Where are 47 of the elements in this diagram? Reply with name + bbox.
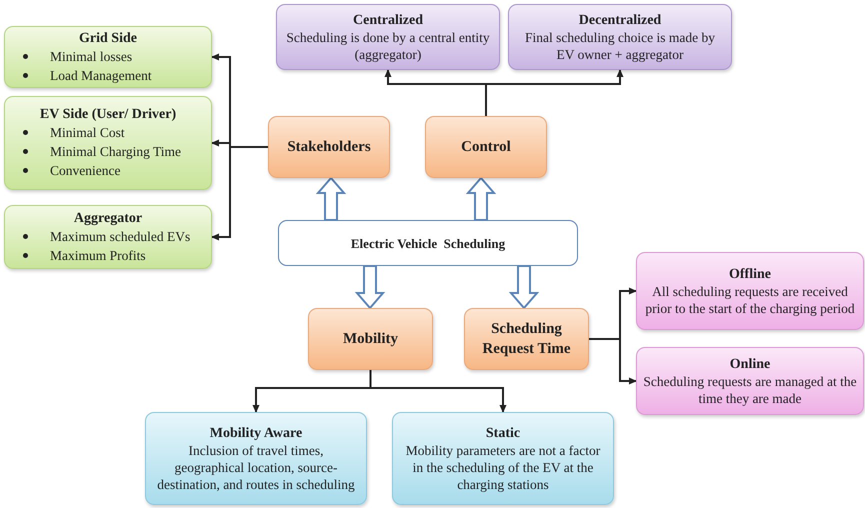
box-heading: Scheduling Request Time — [481, 320, 572, 359]
block-arrow — [354, 265, 386, 310]
bullet-item: Minimal losses — [50, 48, 132, 66]
box-heading: Mobility — [343, 330, 398, 349]
box-description: Scheduling requests are managed at the time they are made — [643, 372, 857, 406]
connector-arrow — [485, 69, 624, 116]
connector-arrow — [589, 338, 637, 384]
box-heading: Online — [728, 356, 772, 372]
box-heading: Offline — [728, 266, 772, 282]
box-description: Mobility parameters are not a factor in the scheduling of the EV at the charging stations — [404, 442, 602, 492]
root-box — [278, 220, 578, 266]
box-heading: Stakeholders — [287, 138, 371, 157]
box-heading: Grid Side — [78, 30, 138, 46]
category-box — [464, 308, 589, 370]
stakeholder-box — [4, 96, 212, 190]
timing-box — [636, 347, 864, 415]
block-arrow — [508, 265, 540, 310]
bullet-item: Maximum scheduled EVs — [50, 228, 190, 246]
timing-box — [636, 252, 864, 330]
block-arrow — [316, 176, 346, 221]
bullet-item: Convenience — [50, 162, 120, 180]
box-description: Final scheduling choice is made by EV owner + aggregator — [524, 28, 716, 62]
category-box — [268, 116, 390, 178]
box-heading: Decentralized — [578, 12, 662, 28]
bullet-item: Maximum Profits — [50, 246, 146, 264]
box-heading: Aggregator — [72, 210, 144, 226]
control-box — [508, 4, 732, 70]
box-description: Inclusion of travel times, geographical location, source-destination, and routes in scheduling — [156, 442, 356, 492]
bullet-item: Minimal Cost — [50, 124, 125, 142]
stakeholder-box — [4, 26, 212, 88]
box-description: All scheduling requests are received prior to the start of the charging period — [644, 282, 856, 316]
box-heading: Centralized — [352, 12, 424, 28]
bullet-item: Minimal Charging Time — [50, 143, 182, 161]
bullet-item: Load Management — [50, 66, 152, 84]
box-heading: Static — [484, 424, 522, 442]
mobility-box — [392, 412, 614, 505]
stakeholder-box — [4, 205, 212, 269]
mobility-box — [145, 412, 367, 505]
category-box — [308, 308, 433, 370]
box-description: Scheduling is done by a central entity (aggregator) — [285, 28, 491, 62]
category-box — [425, 116, 547, 178]
control-box — [276, 4, 500, 70]
box-heading: Control — [461, 138, 511, 157]
box-heading: Mobility Aware — [208, 424, 304, 442]
box-heading: Electric Vehicle Scheduling — [350, 234, 506, 252]
box-heading: EV Side (User/ Driver) — [38, 106, 178, 123]
block-arrow — [466, 176, 496, 221]
